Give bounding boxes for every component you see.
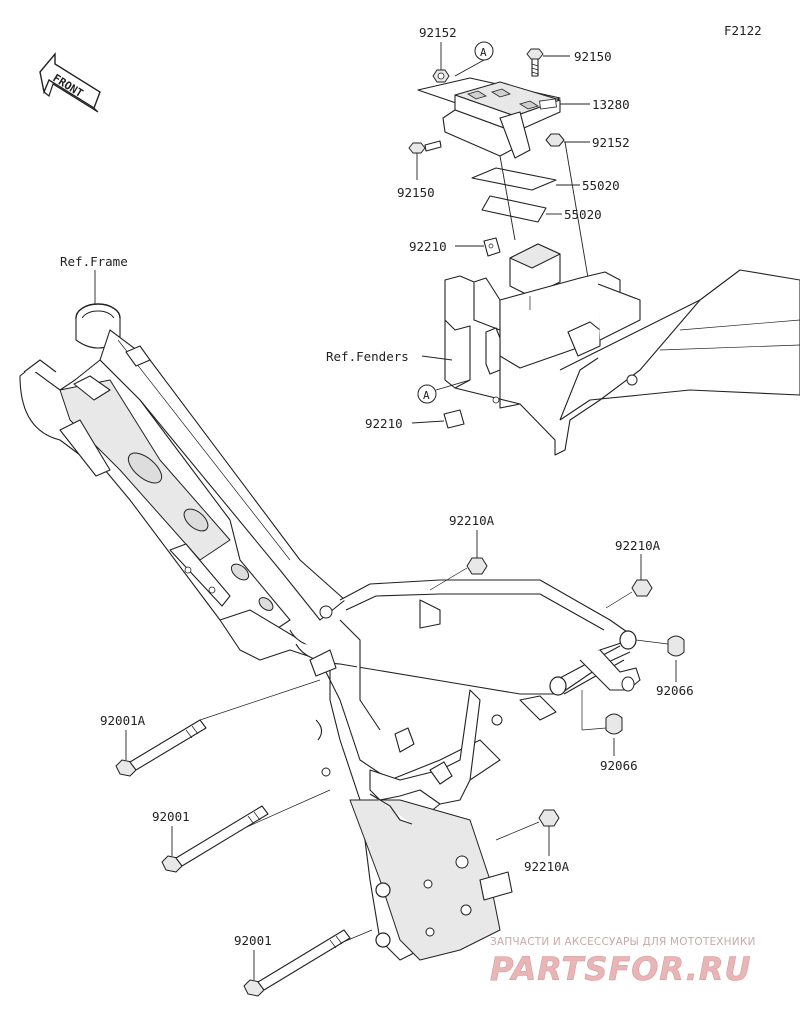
- label-92210A-low: 92210A: [524, 859, 570, 874]
- bolt-92001-low: [243, 929, 351, 997]
- front-arrow-icon: FRONT: [39, 52, 101, 113]
- bolt-92001A: [115, 719, 207, 777]
- label-92001A: 92001A: [100, 713, 146, 728]
- clip-92210-top: [455, 237, 501, 257]
- label-92001-low: 92001: [234, 933, 272, 948]
- diagram-code: F2122: [724, 23, 762, 38]
- fender-tray: [444, 243, 800, 456]
- label-55020-a: 55020: [582, 178, 620, 193]
- watermark-caption: ЗАПЧАСТИ И АКСЕССУАРЫ ДЛЯ МОТОТЕХНИКИ: [490, 936, 756, 948]
- callout-a-top: A: [454, 41, 494, 77]
- label-55020-b: 55020: [564, 207, 602, 222]
- pad-55020-b: [481, 195, 562, 223]
- cap-92066-right: [635, 635, 685, 682]
- nut-92152-right: [545, 133, 590, 147]
- bolt-92150-top: [526, 48, 570, 77]
- callout-a-lower: A: [417, 379, 471, 404]
- pad-55020-a: [471, 167, 580, 191]
- watermark-logo: PARTSFOR.RU: [490, 950, 751, 986]
- nut-92210A-right: [605, 554, 653, 609]
- label-13280: 13280: [592, 97, 630, 112]
- label-92210-top: 92210: [409, 239, 447, 254]
- label-92066-low: 92066: [600, 758, 638, 773]
- nut-92152-top: [432, 42, 450, 83]
- label-92152-top: 92152: [419, 25, 457, 40]
- nut-92210A-low: [495, 809, 560, 856]
- label-ref-fenders: Ref.Fenders: [326, 349, 409, 364]
- label-92066-right: 92066: [656, 683, 694, 698]
- label-92150-top: 92150: [574, 49, 612, 64]
- bolt-92150-left: [408, 140, 442, 180]
- bolt-92001-mid: [161, 805, 269, 873]
- label-92210A-mid: 92210A: [449, 513, 495, 528]
- label-92210A-right: 92210A: [615, 538, 661, 553]
- label-ref-frame: Ref.Frame: [60, 254, 128, 269]
- watermark-logo-text: PARTSFOR.RU: [490, 950, 751, 986]
- clip-92210-bottom: [411, 409, 465, 429]
- label-92150-left: 92150: [397, 185, 435, 200]
- label-92001-mid: 92001: [152, 809, 190, 824]
- nut-92210A-mid: [429, 530, 488, 591]
- bracket-13280: [417, 77, 590, 159]
- main-frame: [19, 303, 641, 961]
- cap-92066-low: [581, 690, 623, 756]
- label-92210-bottom: 92210: [365, 416, 403, 431]
- svg-text:A: A: [423, 389, 430, 402]
- label-92152-right: 92152: [592, 135, 630, 150]
- svg-text:A: A: [480, 46, 487, 59]
